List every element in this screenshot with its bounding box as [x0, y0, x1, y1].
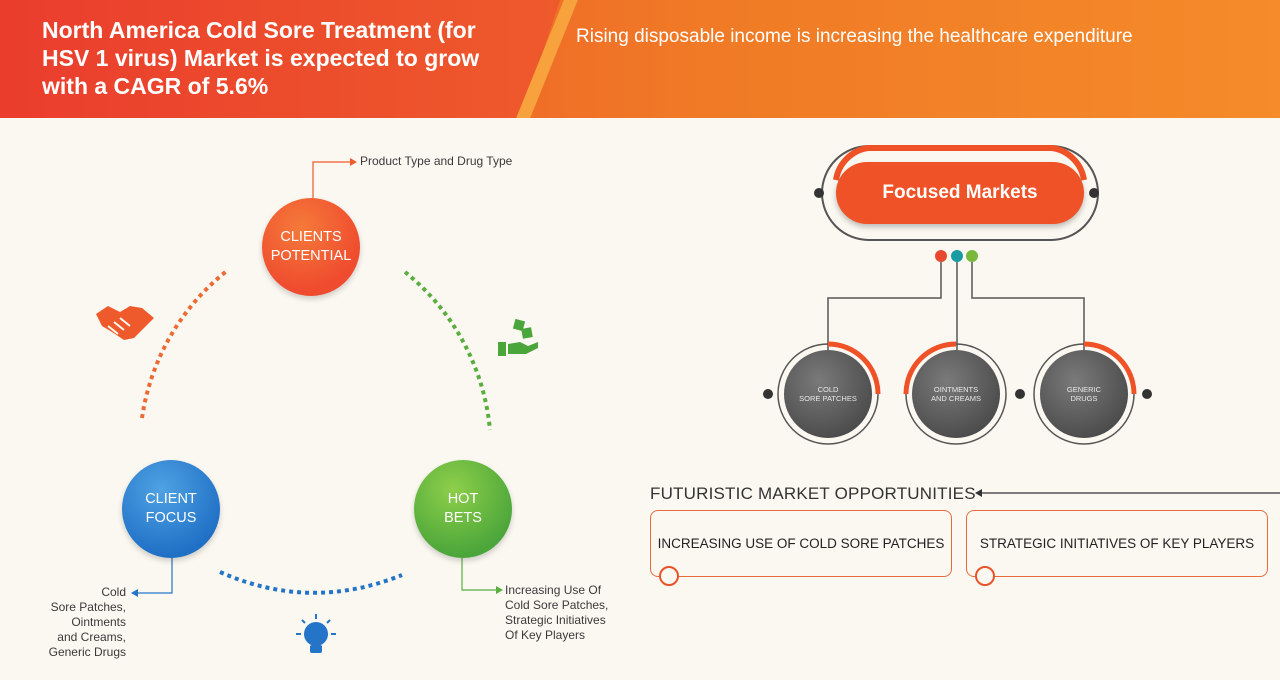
- focus-note-line: and Creams,: [57, 630, 126, 644]
- focus-note: Cold Sore Patches, Ointments and Creams,…: [20, 585, 126, 660]
- arc-blue: [219, 570, 403, 595]
- client-focus-circle: CLIENT FOCUS: [122, 460, 220, 558]
- market-label-line: GENERIC: [1066, 385, 1102, 394]
- hot-bets-circle: HOT BETS: [414, 460, 512, 558]
- focus-note-line: Ointments: [71, 615, 126, 629]
- arc-orange: [140, 268, 230, 419]
- connector-clients: [312, 161, 350, 198]
- header-banner: North America Cold Sore Treatment (for H…: [0, 0, 1280, 118]
- opportunity-dot: [659, 566, 679, 586]
- opportunity-label: INCREASING USE OF COLD SORE PATCHES: [657, 536, 945, 551]
- clients-note: Product Type and Drug Type: [360, 154, 513, 168]
- hot-note-line: Cold Sore Patches,: [505, 598, 609, 612]
- handshake-icon: [96, 306, 154, 340]
- header-title: North America Cold Sore Treatment (for H…: [42, 17, 480, 99]
- market-label-line: COLD: [817, 385, 839, 394]
- focus-line1: CLIENT: [145, 491, 197, 507]
- focused-markets-pill: Focused Markets: [836, 162, 1084, 224]
- market-label-line: OINTMENTS: [933, 385, 979, 394]
- focus-line2: FOCUS: [145, 510, 197, 526]
- money-hand-icon: [498, 318, 538, 356]
- market-label-line: AND CREAMS: [930, 394, 981, 403]
- market-ointments-creams: OINTMENTS AND CREAMS: [912, 350, 1000, 438]
- hot-note-line: Increasing Use Of: [505, 583, 602, 597]
- connector-focus: [138, 558, 173, 594]
- focus-note-line: Generic Drugs: [48, 645, 126, 659]
- hot-note-line: Strategic Initiatives: [505, 613, 606, 627]
- hot-line2: BETS: [444, 510, 482, 526]
- clients-line1: CLIENTS: [280, 229, 342, 245]
- clients-line2: POTENTIAL: [270, 248, 352, 264]
- header-left-panel: [0, 0, 560, 118]
- hot-note-line: Of Key Players: [505, 628, 586, 642]
- clients-potential-circle: CLIENTS POTENTIAL: [262, 198, 360, 296]
- market-label-line: DRUGS: [1070, 394, 1098, 403]
- fm-pill-arc: [833, 145, 1087, 181]
- opportunity-label: STRATEGIC INITIATIVES OF KEY PLAYERS: [979, 536, 1255, 551]
- opportunity-card: STRATEGIC INITIATIVES OF KEY PLAYERS: [966, 510, 1268, 586]
- arc-green: [403, 270, 492, 431]
- opportunities-title: FUTURISTIC MARKET OPPORTUNITIES: [650, 484, 976, 503]
- market-generic-drugs: GENERIC DRUGS: [1040, 350, 1128, 438]
- header-subtitle: Rising disposable income is increasing t…: [576, 26, 1133, 47]
- opportunity-card: INCREASING USE OF COLD SORE PATCHES: [650, 510, 952, 586]
- market-cold-sore-patches: COLD SORE PATCHES: [784, 350, 872, 438]
- hot-note: Increasing Use Of Cold Sore Patches, Str…: [505, 583, 645, 643]
- market-label-line: SORE PATCHES: [799, 394, 857, 403]
- opportunity-dot: [975, 566, 995, 586]
- lightbulb-icon: [296, 614, 336, 653]
- focus-note-line: Sore Patches,: [50, 600, 126, 614]
- hot-line1: HOT: [447, 491, 479, 507]
- connector-hot: [461, 558, 496, 591]
- focus-note-line: Cold: [101, 585, 126, 599]
